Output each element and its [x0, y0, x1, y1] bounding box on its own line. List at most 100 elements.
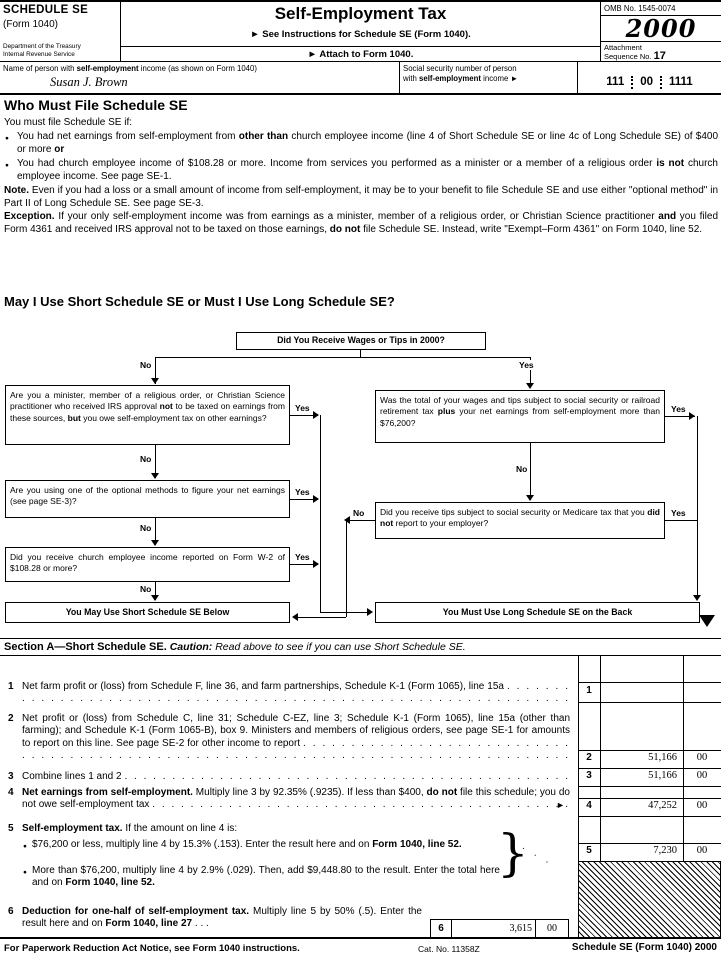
- line5-number: 5: [8, 823, 14, 834]
- flow-label-no: No: [138, 523, 154, 533]
- frag: is not: [656, 158, 685, 169]
- dept-line-1: Department of the Treasury: [3, 43, 81, 50]
- name-field[interactable]: Susan J. Brown: [50, 75, 128, 89]
- flow-label-no: No: [351, 508, 367, 518]
- frag: report to your employer?: [393, 518, 489, 529]
- frag: file Schedule SE. Instead, write "Exempt…: [360, 224, 703, 235]
- line5-text: Self-employment tax. If the amount on li…: [22, 823, 570, 836]
- line3-amount-field[interactable]: 51,166: [648, 770, 677, 781]
- bullet-icon: ●: [23, 843, 27, 850]
- caution-text: Read above to see if you can use Short S…: [212, 641, 466, 653]
- line2-cents-field[interactable]: 00: [696, 752, 708, 763]
- frag: Combine lines 1 and 2: [22, 771, 122, 782]
- frag: More than $76,200, multiply line 4 by 2.…: [32, 865, 500, 889]
- flow-label-no: No: [138, 584, 154, 594]
- header-right-cell: OMB No. 1545-0074 2000 Attachment Sequen…: [600, 2, 721, 62]
- flow-box-minister: Are you a minister, member of a religiou…: [5, 385, 290, 445]
- frag: self-employment: [76, 64, 139, 73]
- catalog-number: Cat. No. 11358Z: [418, 944, 480, 954]
- box-number-4: 4: [586, 800, 592, 811]
- frag: not: [159, 401, 173, 412]
- line2-amount-field[interactable]: 51,166: [648, 752, 677, 763]
- flow-line: [530, 443, 531, 500]
- line5-bullet-a: ● $76,200 or less, multiply line 4 by 15…: [22, 839, 500, 851]
- form-header: SCHEDULE SE (Form 1040) Department of th…: [0, 2, 721, 62]
- line5-cents-field[interactable]: 00: [696, 845, 708, 856]
- flow-label-no: No: [138, 360, 154, 370]
- flow-label-no: No: [514, 464, 530, 474]
- frag: Form 1040, line 27: [105, 918, 193, 930]
- frag: Net farm profit or (loss) from Schedule …: [22, 681, 504, 692]
- bullet-icon: ●: [5, 135, 9, 142]
- bullet-icon: ●: [5, 162, 9, 169]
- frag: church employee income (line 4 of Short …: [17, 131, 719, 155]
- ssn-separator: [631, 75, 634, 89]
- grid-line: [578, 768, 721, 769]
- flow-arrow-right-icon: [367, 608, 373, 616]
- line6-cents-field[interactable]: 00: [536, 919, 569, 938]
- box-number-1: 1: [586, 685, 592, 696]
- line2-number: 2: [8, 713, 14, 724]
- flow-label-yes: Yes: [517, 360, 536, 370]
- flow-line: [290, 415, 318, 416]
- brace-glyph: }: [497, 824, 529, 882]
- line6-amount-field[interactable]: 3,615: [452, 919, 536, 938]
- frag: Multiply line 3 by 92.35% (.9235). If le…: [192, 787, 427, 798]
- schedule-label: SCHEDULE SE: [3, 4, 89, 16]
- line4-pointer-icon: ►: [556, 800, 565, 810]
- bullet-item-2: ● You had church employee income of $108…: [4, 157, 718, 183]
- flow-label-yes: Yes: [669, 508, 688, 518]
- flow-arrow-down-icon: [151, 540, 159, 546]
- frag: Form 1040, line 52.: [65, 877, 155, 889]
- identity-row: Name of person with self-employment inco…: [0, 62, 721, 95]
- line4-number: 4: [8, 787, 14, 798]
- frag: but: [67, 412, 81, 423]
- paperwork-notice: For Paperwork Reduction Act Notice, see …: [4, 943, 300, 954]
- flow-line: [349, 520, 375, 521]
- attachment-label: Attachment: [604, 43, 642, 52]
- form-title: Self-Employment Tax: [274, 4, 447, 23]
- who-must-file-heading: Who Must File Schedule SE: [4, 97, 188, 113]
- line3-cents-field[interactable]: 00: [696, 770, 708, 781]
- flow-box-short-result: You May Use Short Schedule SE Below: [5, 602, 290, 623]
- dot-leader: . . . . . . . . . . . . . . . . . . . . …: [22, 681, 570, 708]
- frag: file this schedule; you do not owe self-…: [22, 787, 570, 811]
- flow-box-long-result: You Must Use Long Schedule SE on the Bac…: [375, 602, 700, 623]
- grid-line: [578, 750, 721, 751]
- frag: $76,200 or less, multiply line 4 by 15.3…: [32, 839, 373, 850]
- header-center-cell: Self-Employment Tax ► See Instructions f…: [121, 2, 600, 61]
- flow-arrow-down-icon: [151, 473, 159, 479]
- exception-paragraph: Exception. If your only self-employment …: [4, 210, 718, 236]
- frag: Did you receive tips subject to social s…: [380, 507, 648, 517]
- ssn-label-line2: with self-employment income ►: [403, 74, 574, 84]
- name-label: Name of person with self-employment inco…: [3, 64, 396, 74]
- flow-arrow-down-icon: [526, 383, 534, 389]
- frag: Net earnings from self-employment.: [22, 787, 193, 798]
- flow-label-no: No: [138, 454, 154, 464]
- flow-arrow-left-icon: [292, 613, 298, 621]
- flow-box-unreported-tips: Did you receive tips subject to social s…: [375, 502, 665, 539]
- line4-amount-field[interactable]: 47,252: [648, 800, 677, 811]
- frag: If your only self-employment income was …: [54, 211, 659, 222]
- flow-arrow-down-icon: [151, 595, 159, 601]
- form-footer-id: Schedule SE (Form 1040) 2000: [571, 942, 717, 953]
- grid-line: [578, 786, 721, 787]
- ssn-field[interactable]: 111 00 1111: [578, 62, 721, 93]
- flow-arrow-right-icon: [313, 495, 319, 503]
- frag: You had church employee income of $108.2…: [17, 158, 657, 169]
- frag: plus: [437, 406, 456, 417]
- see-instructions-line: ► See Instructions for Schedule SE (Form…: [250, 29, 471, 40]
- frag: Name of person with: [3, 64, 77, 73]
- line3-number: 3: [8, 771, 14, 782]
- frag: Was the total of your wages and tips sub…: [380, 395, 660, 417]
- frag: and: [658, 211, 677, 222]
- line3-text: Combine lines 1 and 2 . . . . . . . . . …: [22, 771, 570, 784]
- section-a-body: 1 Net farm profit or (loss) from Schedul…: [0, 656, 721, 938]
- line4-cents-field[interactable]: 00: [696, 800, 708, 811]
- note-label: Note.: [4, 185, 29, 196]
- frag: with: [403, 73, 420, 83]
- frag: Form 1040, line 52.: [372, 839, 462, 850]
- line5-amount-field[interactable]: 7,230: [653, 845, 677, 856]
- line4-text: Net earnings from self-employment. Multi…: [22, 787, 570, 814]
